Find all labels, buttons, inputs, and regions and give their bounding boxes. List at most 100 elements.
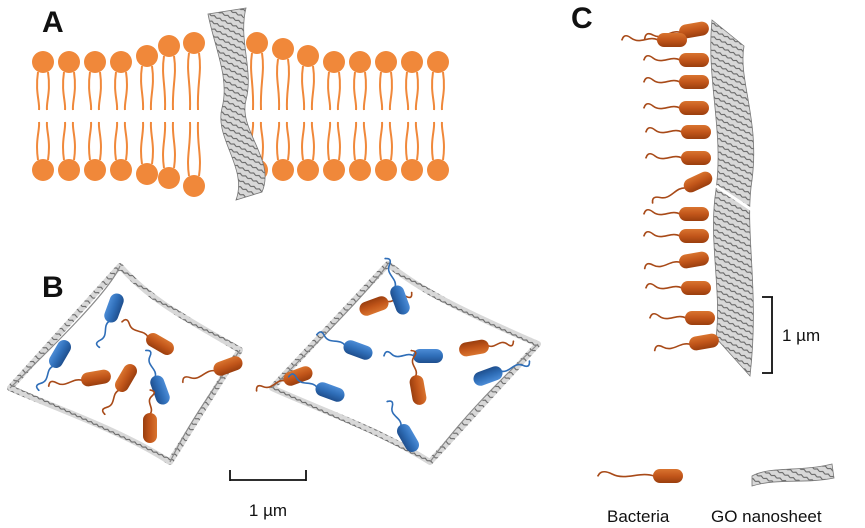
lipid-tail (440, 71, 445, 111)
lipid-bilayer (32, 7, 449, 201)
bacterium-icon (101, 364, 137, 416)
bacterium-icon (597, 469, 683, 483)
lipid-tail (285, 121, 290, 161)
bacterium-icon (643, 101, 709, 115)
bacterium-icon (315, 331, 373, 360)
bacterium-icon (181, 356, 243, 384)
lipid-head-icon (246, 32, 268, 54)
lipid-head-icon (323, 159, 345, 181)
lipid-head-icon (323, 51, 345, 73)
lipid-tail (276, 121, 281, 161)
lipid-head-icon (272, 38, 294, 60)
lipid-tail (362, 71, 367, 111)
bacterium-icon (649, 311, 715, 325)
sheet-crack (715, 184, 753, 212)
lipid-tail (431, 121, 436, 161)
lipid-tail (336, 71, 341, 111)
bacterium-icon (121, 318, 174, 355)
lipid-head-icon (349, 51, 371, 73)
lipid-tail (187, 121, 192, 177)
bacterium-icon (386, 400, 419, 452)
lipid-head-icon (58, 51, 80, 73)
lipid-tail (187, 52, 192, 111)
bacterium-icon (255, 366, 313, 392)
bacterium-icon (645, 281, 711, 295)
lipid-tail (140, 65, 145, 111)
lipid-tail (414, 121, 419, 161)
scale-label-b: 1 µm (249, 501, 287, 520)
lipid-tail (301, 65, 306, 111)
bacterium-icon (653, 333, 719, 352)
bacterium-icon (95, 293, 124, 349)
lipid-head-icon (349, 159, 371, 181)
panel-a-letter: A (42, 6, 64, 39)
lipid-tail (36, 71, 41, 111)
lipid-head-icon (401, 159, 423, 181)
legend-nanosheet-label: GO nanosheet (711, 507, 822, 526)
lipid-tail (162, 121, 167, 169)
lipid-tail (196, 121, 201, 177)
lipid-tail (114, 121, 119, 161)
scale-label-c: 1 µm (782, 326, 820, 345)
lipid-tail (405, 71, 410, 111)
lipid-tail (388, 121, 393, 161)
lipid-tail (327, 121, 332, 161)
bacterium-icon (651, 171, 713, 204)
lipid-tail (123, 121, 128, 161)
lipid-head-icon (401, 51, 423, 73)
lipid-tail (310, 65, 315, 111)
bacterium-icon (287, 373, 345, 402)
lipid-tail (71, 71, 76, 111)
lipid-head-icon (136, 45, 158, 67)
lipid-tail (310, 121, 315, 161)
lipid-head-icon (58, 159, 80, 181)
lipid-head-icon (427, 159, 449, 181)
lipid-tail (259, 121, 264, 161)
lipid-tail (171, 121, 176, 169)
lipid-head-icon (32, 51, 54, 73)
lipid-tail (301, 121, 306, 161)
bacterium-icon (643, 75, 709, 89)
lipid-tail (196, 52, 201, 111)
bacterium-icon (35, 340, 71, 392)
lipid-tail (285, 58, 290, 111)
lipid-head-icon (32, 159, 54, 181)
lipid-head-icon (110, 159, 132, 181)
lipid-head-icon (110, 51, 132, 73)
bacterium-icon (383, 349, 443, 363)
lipid-tail (379, 71, 384, 111)
lipid-tail (97, 71, 102, 111)
lipid-tail (162, 55, 167, 111)
panel-b-letter: B (42, 271, 64, 304)
lipid-tail (353, 121, 358, 161)
lipid-tail (123, 71, 128, 111)
bacterium-icon (143, 389, 157, 443)
lipid-tail (140, 121, 145, 165)
bacteria-on-sheet-diagram (621, 19, 755, 377)
lipid-tail (171, 55, 176, 111)
lipid-tail (149, 65, 154, 111)
lipid-tail (114, 71, 119, 111)
go-nanosheet-icon (207, 7, 266, 201)
lipid-tail (149, 121, 154, 165)
lipid-tail (336, 121, 341, 161)
lipid-head-icon (158, 35, 180, 57)
bacterium-icon (459, 339, 515, 357)
lipid-tail (379, 121, 384, 161)
bacterium-icon (384, 257, 410, 315)
bacterium-icon (47, 369, 111, 387)
lipid-head-icon (297, 45, 319, 67)
lipid-head-icon (297, 159, 319, 181)
lipid-tail (62, 121, 67, 161)
bacterium-icon (645, 125, 711, 139)
lipid-tail (414, 71, 419, 111)
bacterium-icon (145, 349, 170, 405)
lipid-tail (259, 52, 264, 111)
bacterium-icon (645, 151, 711, 165)
lipid-tail (440, 121, 445, 161)
bacterium-icon (621, 33, 687, 47)
lipid-tail (362, 121, 367, 161)
lipid-head-icon (183, 175, 205, 197)
lipid-head-icon (84, 159, 106, 181)
